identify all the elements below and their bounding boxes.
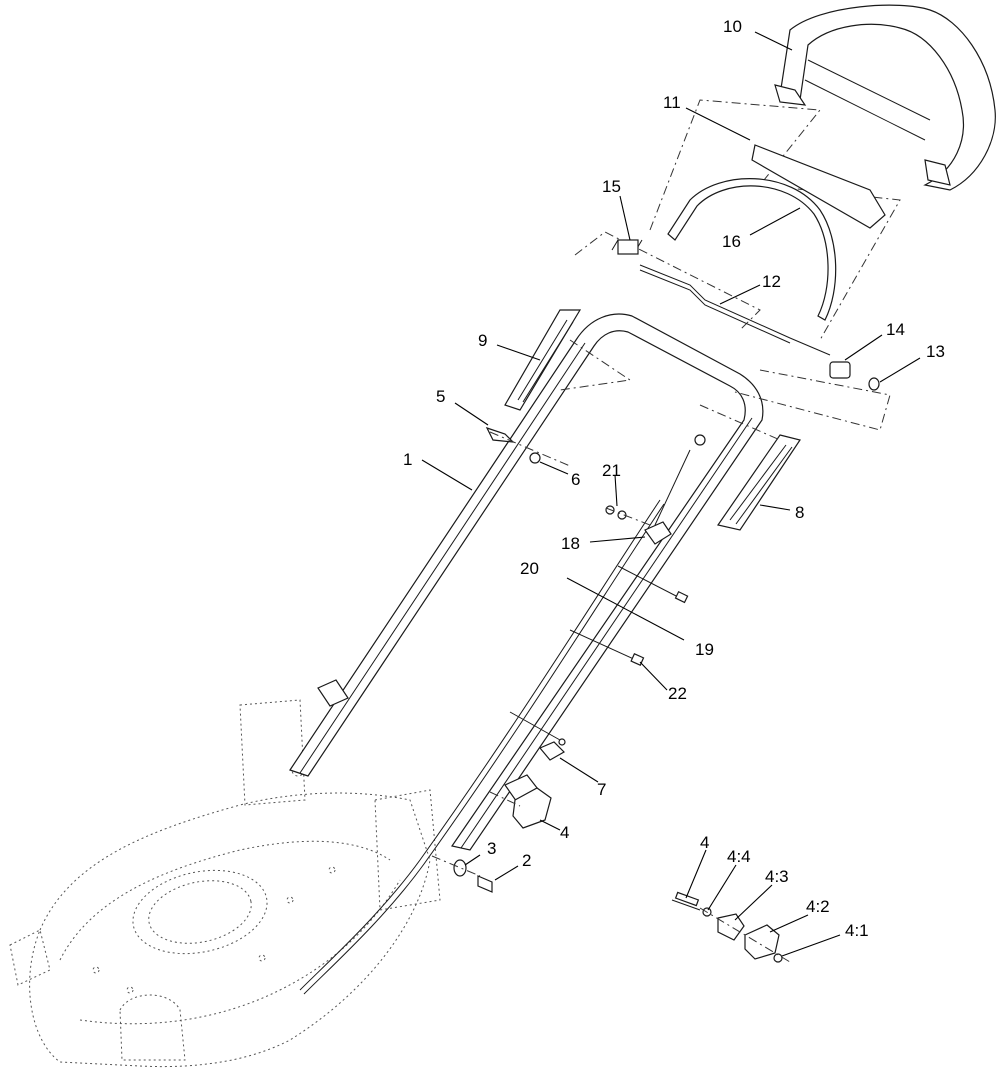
clamp-7 xyxy=(539,741,565,761)
upper-handle-10 xyxy=(774,4,996,191)
part-4-3 xyxy=(717,913,745,941)
callout-11: 11 xyxy=(663,93,681,112)
lower-handle xyxy=(289,313,764,851)
callout-14: 14 xyxy=(886,320,905,339)
callout-4-2: 4:2 xyxy=(806,897,830,916)
callout-labels: 1 2 3 4 5 6 7 8 9 10 11 12 13 14 15 16 1… xyxy=(403,17,945,940)
callout-4-4: 4:4 xyxy=(727,847,751,866)
part-4-1 xyxy=(773,953,783,963)
washer-3 xyxy=(431,855,481,877)
callout-2: 2 xyxy=(522,851,531,870)
callout-9: 9 xyxy=(478,331,487,350)
callout-4-exploded: 4 xyxy=(700,833,709,852)
nut-21 xyxy=(605,505,651,526)
callout-6: 6 xyxy=(571,470,580,489)
left-grip-9 xyxy=(504,309,632,411)
rod-7 xyxy=(509,711,566,746)
bolt-2 xyxy=(477,875,493,893)
mower-deck xyxy=(9,699,441,1068)
right-grip-8 xyxy=(699,404,801,531)
cables xyxy=(299,434,706,995)
nut-6 xyxy=(529,452,541,464)
callout-20: 20 xyxy=(520,559,539,578)
callout-18: 18 xyxy=(561,534,580,553)
leader-lines xyxy=(421,31,921,957)
callout-8: 8 xyxy=(795,503,804,522)
washer-13 xyxy=(868,377,880,391)
callout-12: 12 xyxy=(762,272,781,291)
callout-3: 3 xyxy=(487,839,496,858)
rod-19 xyxy=(617,565,689,604)
knob-4 xyxy=(489,787,552,829)
callout-22: 22 xyxy=(668,684,687,703)
callout-21: 21 xyxy=(602,461,621,480)
callout-10: 10 xyxy=(723,17,742,36)
cable-clip xyxy=(644,521,672,545)
callout-5: 5 xyxy=(436,387,445,406)
callout-15: 15 xyxy=(602,177,621,196)
knob-exploded xyxy=(671,891,791,963)
pad-11 xyxy=(751,144,886,229)
callout-4-3: 4:3 xyxy=(765,867,789,886)
spring-15 xyxy=(611,239,643,255)
bushing-14 xyxy=(829,361,851,379)
callout-16: 16 xyxy=(722,232,741,251)
callout-7: 7 xyxy=(597,780,606,799)
callout-1: 1 xyxy=(403,450,412,469)
callout-13: 13 xyxy=(926,342,945,361)
callout-4: 4 xyxy=(560,823,569,842)
callout-4-1: 4:1 xyxy=(845,921,869,940)
callout-19: 19 xyxy=(695,640,714,659)
